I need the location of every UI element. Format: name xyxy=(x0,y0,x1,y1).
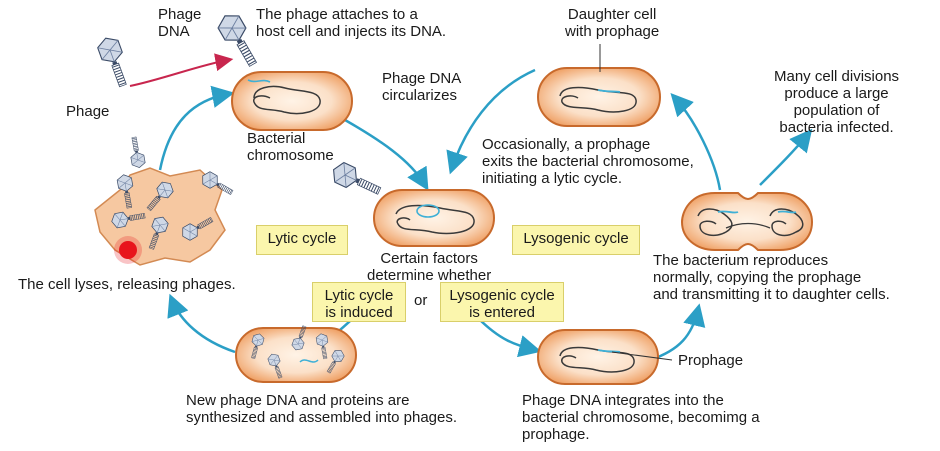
decision-to-lysogenic-arrow xyxy=(477,317,542,358)
phage-label: Phage xyxy=(66,103,110,120)
bacterium-icon xyxy=(373,189,495,247)
synthesized-label: New phage DNA and proteins are synthesiz… xyxy=(186,392,458,426)
assembly-to-lysis-arrow xyxy=(167,293,236,354)
integrates-label: Phage DNA integrates into the bacterial … xyxy=(522,392,760,443)
bacterium-icon xyxy=(235,324,357,383)
bacterium-icon xyxy=(537,329,659,385)
lytic-induced-box: Lytic cycle is induced xyxy=(312,282,406,322)
bacterium-reproduces-label: The bacterium reproduces normally, copyi… xyxy=(653,252,890,303)
lytic-cycle-box: Lytic cycle xyxy=(256,225,348,255)
certain-factors-label: Certain factors determine whether xyxy=(367,250,492,284)
attach-to-decision-arrow xyxy=(344,118,429,191)
reproduce-to-daughter-arrow xyxy=(670,93,722,191)
phage-icon xyxy=(95,33,134,90)
prophage-exits-label: Occasionally, a prophage exits the bacte… xyxy=(482,136,694,187)
lysis-to-attach-arrow xyxy=(158,85,235,171)
many-divisions-arrow xyxy=(759,128,813,186)
attach-label: The phage attaches to a host cell and in… xyxy=(256,6,447,40)
lysed-cell xyxy=(94,135,236,266)
phage-icon xyxy=(328,159,385,202)
prophage-callout-line xyxy=(611,351,673,361)
phage-dna-label: Phage DNA xyxy=(158,6,202,40)
many-divisions-label: Many cell divisions produce a large popu… xyxy=(774,68,900,136)
bacterium-icon xyxy=(231,71,353,131)
lysogenic-cycle-box: Lysogenic cycle xyxy=(512,225,640,255)
daughter-cell-label: Daughter cell with prophage xyxy=(565,6,660,40)
bacterium-icon xyxy=(537,67,661,127)
bacterial-chromosome-label: Bacterial chromosome xyxy=(247,130,334,164)
injection-arrow xyxy=(129,53,234,87)
or-label: or xyxy=(414,292,428,309)
cell-lyses-label: The cell lyses, releasing phages. xyxy=(18,276,236,293)
circularizes-label: Phage DNA circularizes xyxy=(382,70,462,104)
lysogenic-entered-box: Lysogenic cycle is entered xyxy=(440,282,564,322)
dividing-bacterium xyxy=(680,192,814,251)
prophage-label: Prophage xyxy=(678,352,744,369)
burst-icon xyxy=(119,241,137,259)
prophage-exit-arrow xyxy=(446,68,536,175)
